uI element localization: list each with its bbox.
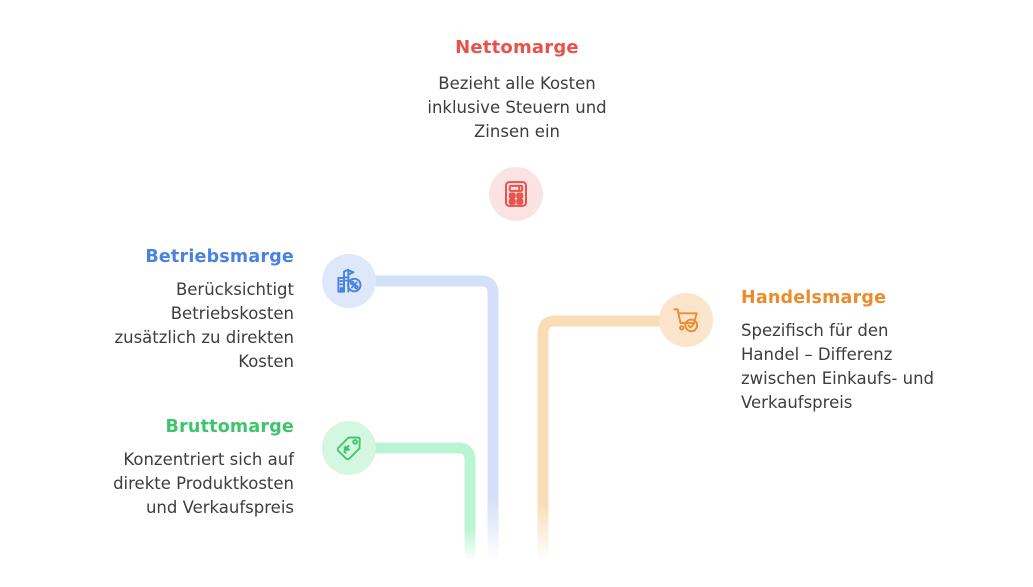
handelsmarge-title: Handelsmarge — [741, 288, 887, 308]
line-betriebsmarge — [362, 275, 499, 560]
node-nettomarge: Nettomarge Bezieht alle Kosten inklusive… — [383, 37, 651, 144]
betriebsmarge-description: Berücksichtigt Betriebskosten zusätzlich… — [114, 280, 294, 372]
price-tag-icon-bubble[interactable] — [322, 421, 376, 475]
node-handelsmarge: Handelsmarge Spezifisch für den Handel –… — [741, 288, 1003, 415]
handelsmarge-description: Spezifisch für den Handel – Differenz zw… — [741, 321, 935, 413]
bruttomarge-title: Bruttomarge — [165, 417, 294, 437]
nettomarge-title: Nettomarge — [455, 37, 579, 58]
node-bruttomarge: Bruttomarge Konzentriert sich auf direkt… — [36, 417, 294, 520]
shopping-cart-check-icon — [671, 305, 701, 335]
price-tag-icon — [334, 433, 364, 463]
factory-percent-icon-bubble[interactable] — [322, 254, 376, 308]
betriebsmarge-title: Betriebsmarge — [145, 247, 294, 267]
line-bruttomarge — [362, 442, 476, 560]
nettomarge-description: Bezieht alle Kosten inklusive Steuern un… — [427, 73, 607, 141]
line-handelsmarge — [537, 315, 663, 560]
bruttomarge-description: Konzentriert sich auf direkte Produktkos… — [113, 450, 294, 518]
factory-percent-icon — [334, 266, 364, 296]
calculator-icon — [501, 179, 531, 209]
shopping-cart-check-icon-bubble[interactable] — [659, 293, 713, 347]
calculator-icon-bubble[interactable] — [489, 167, 543, 221]
node-betriebsmarge: Betriebsmarge Berücksichtigt Betriebskos… — [36, 247, 294, 374]
